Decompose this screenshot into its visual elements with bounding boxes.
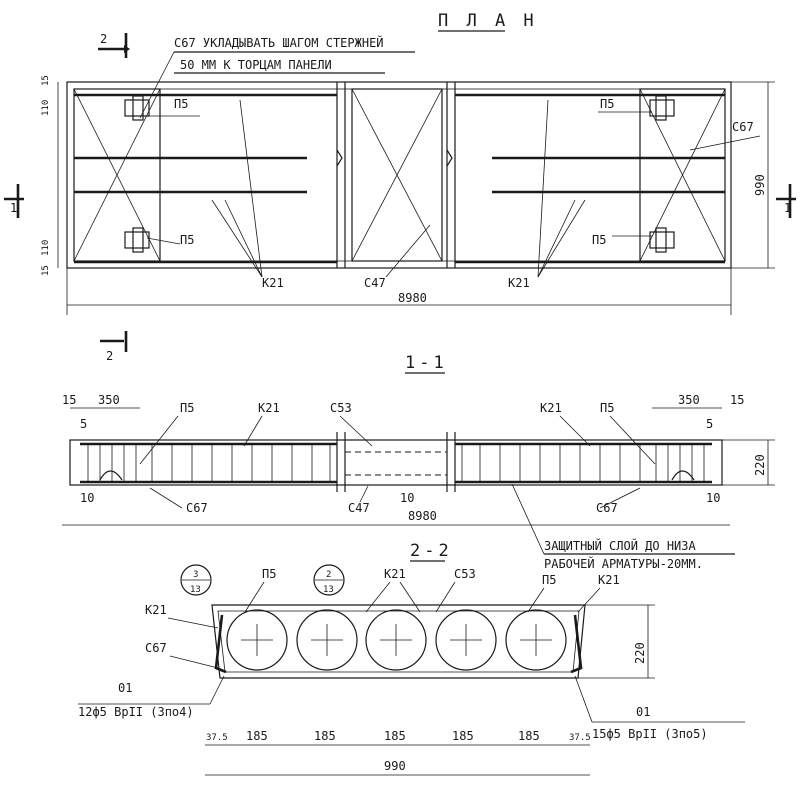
section-1-1-stirrups-right <box>461 444 705 482</box>
plan-label-k21-right: К21 <box>508 276 530 290</box>
svg-text:110: 110 <box>41 240 51 256</box>
plan-view: П Л А Н С67 УКЛАДЫВАТЬ ШАГОМ СТЕРЖНЕЙ 50… <box>4 11 796 363</box>
svg-text:К21: К21 <box>384 567 406 581</box>
svg-text:С67: С67 <box>186 501 208 515</box>
svg-text:10: 10 <box>706 491 720 505</box>
svg-text:350: 350 <box>678 393 700 407</box>
svg-text:8980: 8980 <box>408 509 437 523</box>
svg-text:110: 110 <box>41 100 51 116</box>
plan-label-p5-br: П5 <box>592 233 606 247</box>
svg-text:5: 5 <box>80 417 87 431</box>
svg-text:П5: П5 <box>600 401 614 415</box>
svg-text:37.5: 37.5 <box>206 733 228 743</box>
svg-text:37.5: 37.5 <box>569 733 591 743</box>
section-2-2-voids <box>226 609 567 671</box>
svg-text:220: 220 <box>633 642 647 664</box>
svg-text:2: 2 <box>106 349 113 363</box>
svg-text:185: 185 <box>384 729 406 743</box>
svg-text:С53: С53 <box>454 567 476 581</box>
svg-text:РАБОЧЕЙ АРМАТУРЫ-20ММ.: РАБОЧЕЙ АРМАТУРЫ-20ММ. <box>544 556 703 571</box>
section-2-2-title: 2-2 <box>410 541 453 561</box>
svg-text:К21: К21 <box>258 401 280 415</box>
svg-text:1: 1 <box>784 201 791 215</box>
svg-text:15: 15 <box>41 75 51 86</box>
svg-text:С47: С47 <box>348 501 370 515</box>
svg-text:5: 5 <box>706 417 713 431</box>
section-mark-1-left: 1 <box>4 184 24 218</box>
section-2-2-bubble-left: 3 13 <box>180 564 212 596</box>
svg-text:350: 350 <box>98 393 120 407</box>
svg-text:10: 10 <box>80 491 94 505</box>
svg-text:2: 2 <box>326 570 331 580</box>
svg-text:15: 15 <box>41 265 51 276</box>
svg-text:П5: П5 <box>262 567 276 581</box>
svg-text:01: 01 <box>118 681 132 695</box>
svg-text:12ф5 ВрII (3по4): 12ф5 ВрII (3по4) <box>78 705 194 719</box>
svg-text:13: 13 <box>323 585 334 595</box>
svg-text:990: 990 <box>384 759 406 773</box>
svg-text:15: 15 <box>62 393 76 407</box>
plan-label-c47: С47 <box>364 276 386 290</box>
svg-text:10: 10 <box>400 491 414 505</box>
plan-label-p5-bl: П5 <box>180 233 194 247</box>
plan-note-line1: С67 УКЛАДЫВАТЬ ШАГОМ СТЕРЖНЕЙ <box>174 35 384 50</box>
section-1-1-title: 1-1 <box>405 353 448 373</box>
svg-text:К21: К21 <box>540 401 562 415</box>
plan-note-line2: 50 ММ К ТОРЦАМ ПАНЕЛИ <box>180 58 332 72</box>
svg-text:С67: С67 <box>145 641 167 655</box>
plan-title: П Л А Н <box>438 11 538 31</box>
svg-text:01: 01 <box>636 705 650 719</box>
svg-text:П5: П5 <box>542 573 556 587</box>
plan-label-c67: С67 <box>732 120 754 134</box>
svg-text:С53: С53 <box>330 401 352 415</box>
section-mark-2-top: 2 <box>98 32 130 58</box>
svg-text:К21: К21 <box>598 573 620 587</box>
svg-text:185: 185 <box>518 729 540 743</box>
section-2-2-bubble-mid: 2 13 <box>313 564 345 596</box>
svg-text:ЗАЩИТНЫЙ СЛОЙ ДО НИЗА: ЗАЩИТНЫЙ СЛОЙ ДО НИЗА <box>544 538 696 553</box>
svg-text:П5: П5 <box>180 401 194 415</box>
svg-text:1: 1 <box>10 201 17 215</box>
plan-label-p5-tl: П5 <box>174 97 188 111</box>
svg-text:15ф5 ВрII (3по5): 15ф5 ВрII (3по5) <box>592 727 708 741</box>
svg-text:15: 15 <box>730 393 744 407</box>
svg-text:185: 185 <box>314 729 336 743</box>
svg-text:3: 3 <box>193 570 198 580</box>
plan-label-k21-left: К21 <box>262 276 284 290</box>
section-1-1: 1-1 <box>62 353 775 571</box>
svg-text:220: 220 <box>753 454 767 476</box>
svg-text:С67: С67 <box>596 501 618 515</box>
svg-text:13: 13 <box>190 585 201 595</box>
plan-dim-width: 990 <box>753 174 767 196</box>
plan-dim-length: 8980 <box>398 291 427 305</box>
section-mark-1-right: 1 <box>776 184 796 218</box>
svg-text:2: 2 <box>100 32 107 46</box>
section-1-1-stirrups-left <box>87 444 331 482</box>
section-2-2: 2-2 3 13 2 13 <box>78 541 745 776</box>
svg-text:185: 185 <box>452 729 474 743</box>
svg-text:185: 185 <box>246 729 268 743</box>
svg-text:К21: К21 <box>145 603 167 617</box>
plan-label-p5-tr: П5 <box>600 97 614 111</box>
section-mark-2-bottom: 2 <box>100 331 128 363</box>
